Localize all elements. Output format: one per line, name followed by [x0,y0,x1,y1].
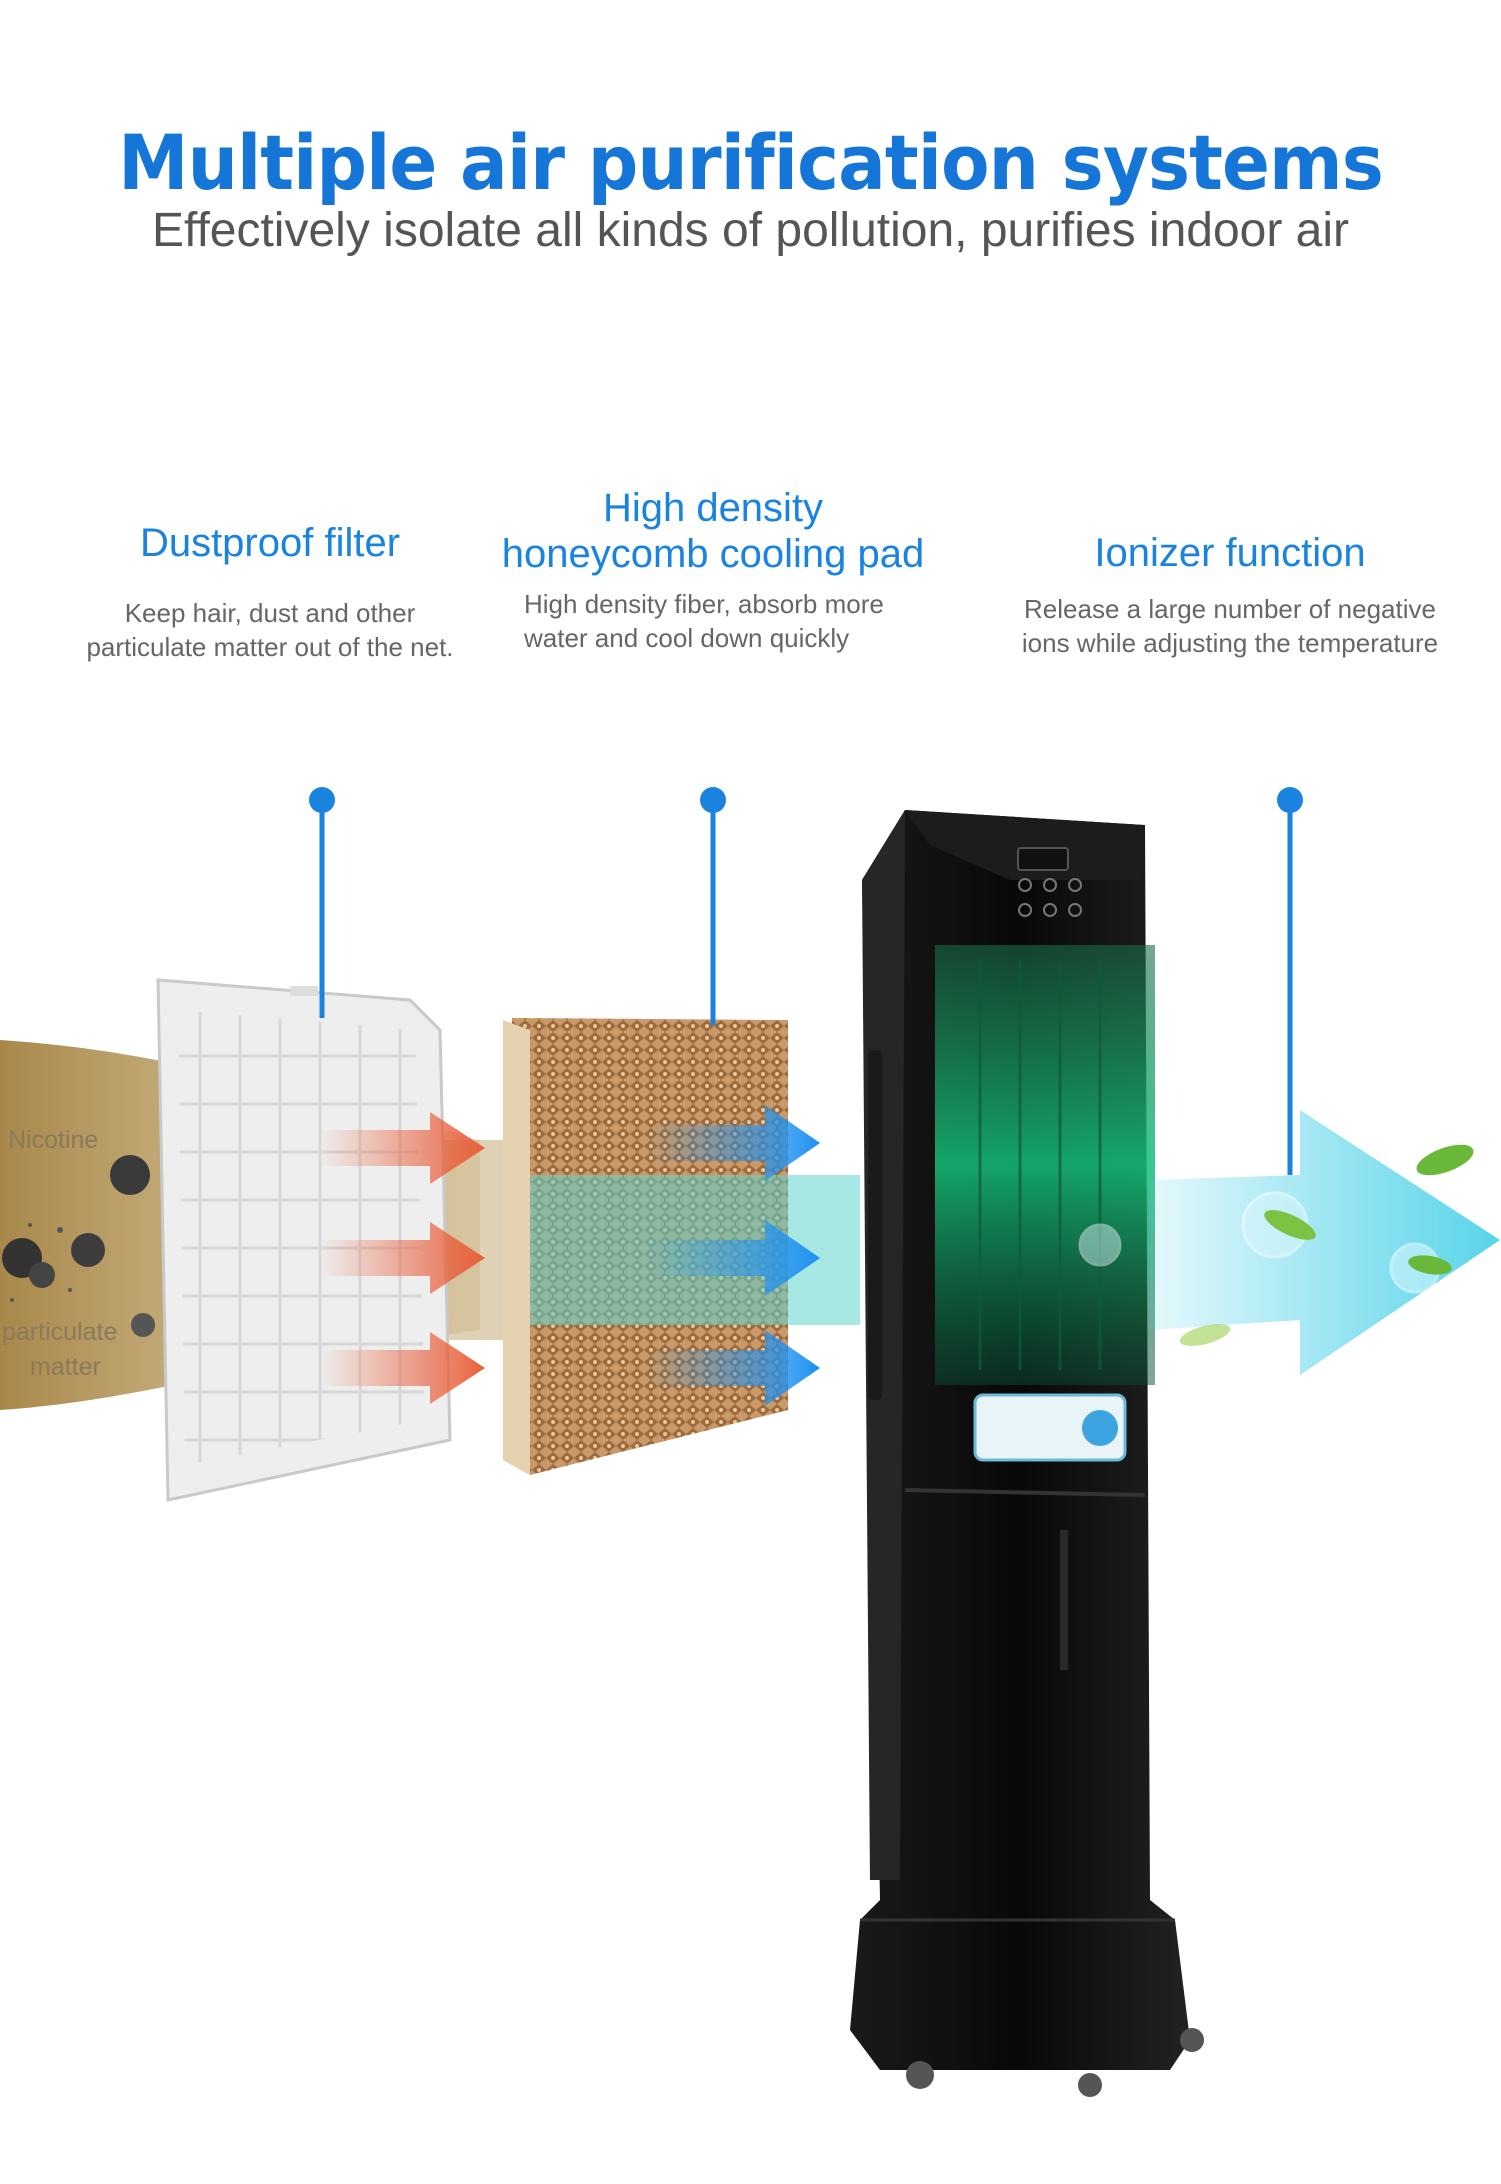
leaf [1408,1255,1452,1275]
dust-speck [57,1227,63,1233]
arrow [320,1332,485,1404]
arrow [645,1105,820,1181]
label-matter: matter [30,1353,101,1381]
feature-dustproof-filter: Dustproof filter Keep hair, dust and oth… [60,520,480,664]
feature-title: Ionizer function [1094,531,1366,575]
ion-bubble [1078,1223,1122,1267]
particle [29,1262,55,1288]
pin-dot [700,787,726,813]
page-subtitle: Effectively isolate all kinds of polluti… [151,204,1350,257]
pointer-pins [309,787,1303,1175]
caster-wheel [906,2061,934,2089]
air-cooler-unit [850,810,1204,2097]
feature-desc-line2: particulate matter out of the net. [86,632,454,662]
dust-speck [10,1298,14,1302]
control-button [1018,903,1032,917]
label-particulate: particulate [2,1318,117,1346]
control-button [1043,878,1057,892]
leaf [1416,1144,1474,1176]
particle [71,1233,105,1267]
water-drop-icon [1082,1410,1118,1446]
control-button [1068,878,1082,892]
label-nicotine: Nicotine [8,1126,98,1154]
side-handle [868,1050,882,1400]
feature-title-line2: honeycomb cooling pad [501,532,925,576]
feature-title-line1: High density [602,486,824,530]
particle [131,1313,155,1337]
cool-air-arrows [645,1105,820,1406]
leaf [1179,1324,1231,1346]
feature-ionizer: Ionizer function Release a large number … [1000,530,1460,660]
vent-louvers [978,960,1102,1370]
cooler-vent-green-glow [935,945,1155,1385]
caster-wheel [1078,2073,1102,2097]
caster-wheel [1180,2028,1204,2052]
page-title: Multiple air purification systems [118,118,1384,207]
dust-speck [68,1288,72,1292]
lower-panel-seam [904,1488,1146,1497]
particle [110,1155,150,1195]
water-level-window [1060,1530,1068,1670]
pin-dot [309,787,335,813]
feature-desc-line1: High density fiber, absorb more [524,589,884,619]
hot-air-arrows [320,1112,485,1404]
cooler-top-cap [905,810,1145,880]
feature-desc-line2: ions while adjusting the temperature [1021,628,1439,658]
feature-desc-line1: Keep hair, dust and other [124,598,416,628]
feature-desc-line1: Release a large number of negative [1024,594,1436,624]
control-button [1018,878,1032,892]
leaf [1264,1210,1316,1240]
control-button [1068,903,1082,917]
product-sticker [973,1393,1127,1462]
feature-title: Dustproof filter [139,521,401,565]
control-button [1043,903,1057,917]
arrow [320,1112,485,1184]
arrow [320,1222,485,1294]
control-panel [1017,847,1082,917]
feature-desc-line2: water and cool down quickly [524,623,850,653]
particles [2,1155,155,1337]
clean-air-output-arrow [1150,1110,1500,1375]
dust-speck [28,1223,32,1227]
arrow [645,1220,820,1296]
arrow [645,1330,820,1406]
feature-cooling-pad: High density honeycomb cooling pad High … [488,485,938,655]
pin-dot [1277,787,1303,813]
leaves [1179,1144,1474,1346]
